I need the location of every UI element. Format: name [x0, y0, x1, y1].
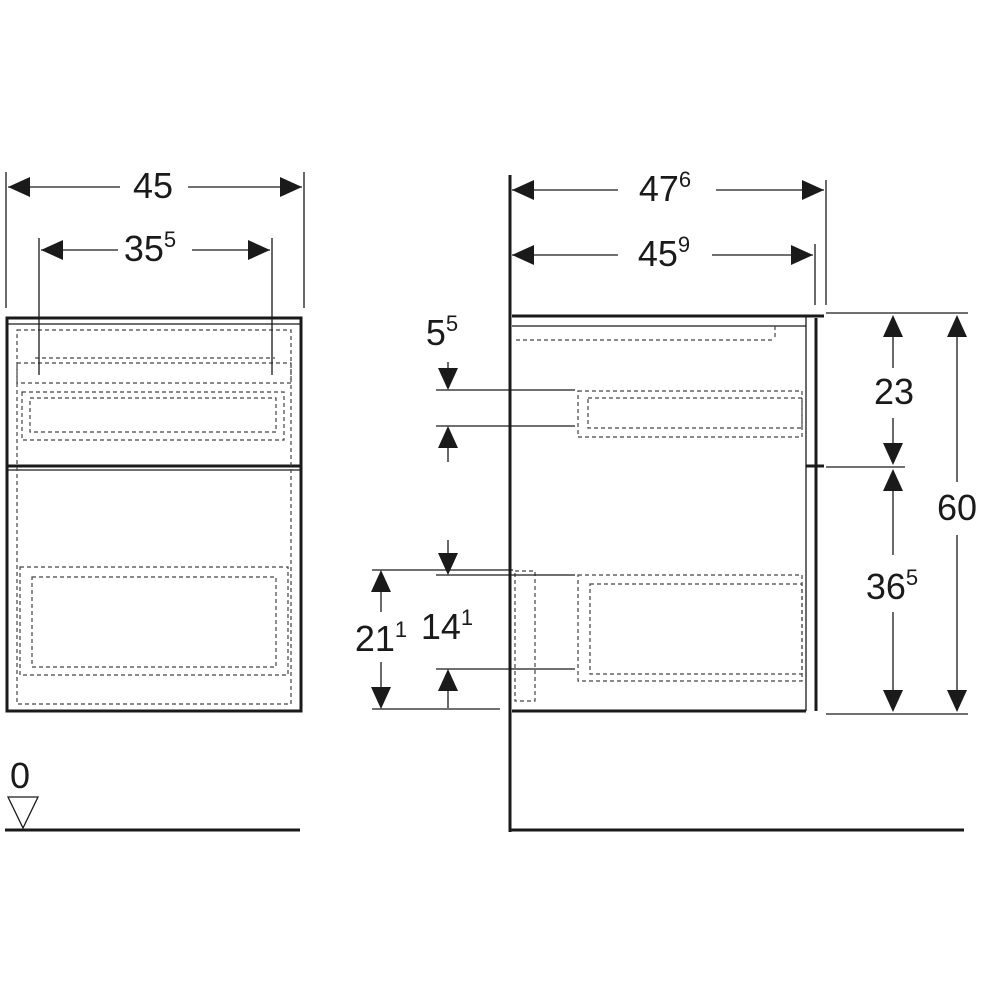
side-depth-overall-label: 476 — [639, 167, 691, 209]
side-lower-drawer-inner-label: 141 — [421, 605, 473, 647]
floor-level-triangle-icon — [6, 796, 40, 830]
front-siphon-cut — [16, 362, 292, 384]
dim-side-depth-body: 459 — [512, 232, 816, 305]
front-lower-drawer-box-inner — [31, 576, 277, 668]
side-upper-drawer-height-label: 23 — [874, 371, 914, 412]
front-carcass-hidden — [16, 329, 292, 705]
side-top-offset-label: 55 — [426, 311, 458, 353]
dim-front-width-inner: 355 — [38, 227, 273, 375]
front-upper-drawer-box — [21, 391, 285, 441]
side-upper-drawer-box — [577, 390, 803, 438]
front-upper-drawer-box-inner — [29, 397, 277, 433]
front-cabinet-outline — [5, 316, 303, 713]
front-lower-drawer-box — [19, 566, 289, 676]
dim-front-width-overall: 45 — [5, 165, 305, 308]
side-lower-drawer-box — [577, 574, 803, 682]
side-total-height-label: 60 — [937, 487, 977, 528]
side-depth-body-label: 459 — [638, 232, 690, 274]
side-view: 476 459 55 141 — [355, 167, 977, 832]
side-lower-drawer-outer-label: 211 — [355, 617, 407, 659]
side-lower-drawer-height-label: 365 — [866, 565, 918, 607]
front-view: 45 355 0 — [5, 165, 305, 832]
floor-level-marker: 0 — [5, 755, 300, 832]
dim-side-lower-drawer-outer: 211 — [355, 569, 513, 710]
dim-side-top-offset: 55 — [426, 311, 575, 462]
dim-side-lower-drawer-inner: 141 — [421, 540, 575, 708]
floor-level-label: 0 — [10, 755, 30, 796]
side-upper-drawer-box-inner — [587, 397, 803, 429]
dim-side-depth-overall: 476 — [512, 167, 827, 305]
front-width-overall-label: 45 — [133, 165, 173, 206]
dim-side-heights: 23 365 60 — [826, 312, 977, 715]
front-width-inner-label: 355 — [124, 227, 176, 269]
side-rear-rail — [514, 570, 536, 702]
side-lower-drawer-box-inner — [589, 583, 803, 675]
